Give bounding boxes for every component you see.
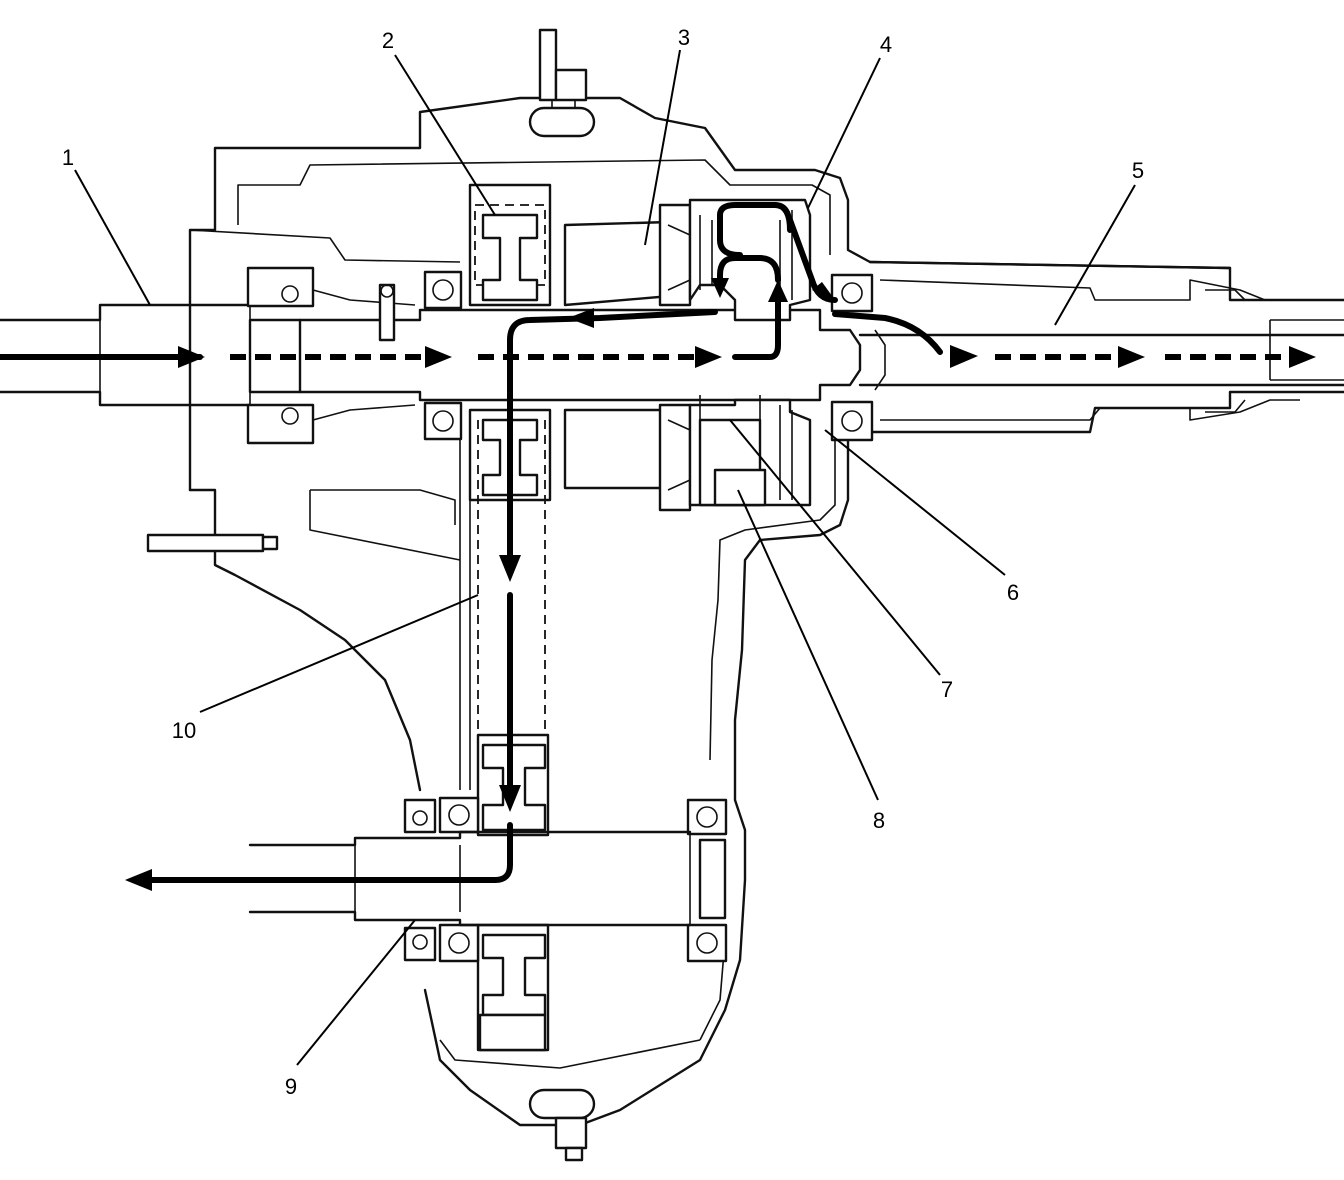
planetary-carrier <box>563 203 692 512</box>
drive-chain <box>477 420 546 810</box>
callout-10: 10 <box>172 718 196 743</box>
shift-rail-top <box>528 28 596 138</box>
callout-6: 6 <box>1007 580 1019 605</box>
bearing <box>423 270 463 441</box>
callout-4: 4 <box>880 32 892 57</box>
power-flow-path <box>0 202 1316 891</box>
callout-5: 5 <box>1132 158 1144 183</box>
callout-2: 2 <box>382 28 394 53</box>
callout-7: 7 <box>941 677 953 702</box>
callout-3: 3 <box>678 25 690 50</box>
callout-labels: 1 2 3 4 5 6 7 8 9 10 <box>62 25 1144 1099</box>
callout-8: 8 <box>873 808 885 833</box>
callout-1: 1 <box>62 145 74 170</box>
rear-output-shaft <box>858 329 1344 391</box>
bearing <box>830 273 874 442</box>
bearing <box>403 796 728 963</box>
callout-9: 9 <box>285 1074 297 1099</box>
mainshaft <box>298 283 862 402</box>
housing <box>188 96 1344 1127</box>
dowel-pin <box>146 533 279 553</box>
shift-rail-bottom <box>528 1088 596 1162</box>
leader-lines <box>74 49 1136 1066</box>
